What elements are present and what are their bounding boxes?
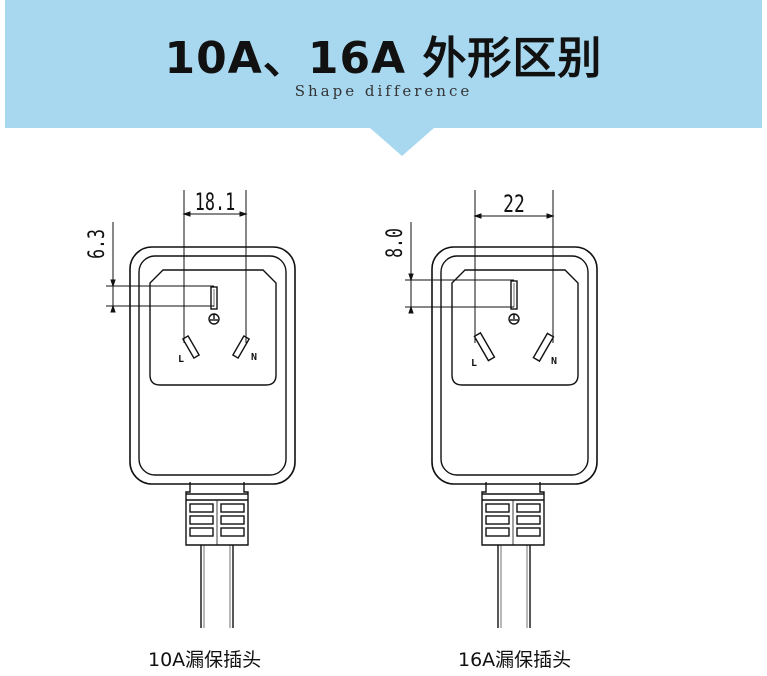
plug-16a-body-outer — [431, 246, 598, 485]
plug-10a-cable — [200, 545, 234, 628]
plug-16a-width-dimension: 22 — [503, 191, 525, 219]
plug-10a-drawing — [106, 190, 296, 628]
plug-10a-dimension-lines — [106, 190, 248, 343]
plug-10a-width-dimension: 18.1 — [195, 188, 235, 216]
plug-16a-caption: 16A漏保插头 — [458, 649, 572, 671]
plug-16a-earth-pin — [510, 280, 518, 310]
plug-10a-earth-symbol — [208, 313, 220, 325]
plug-10a-height-dimension: 6.3 — [84, 229, 110, 259]
plug-16a-dimension-lines — [405, 190, 555, 343]
plug-10a-body-outer — [129, 246, 296, 485]
plug-16a-pin-label-left: L — [471, 358, 477, 369]
plug-10a-caption: 10A漏保插头 — [148, 649, 262, 671]
plug-10a-pin-right — [231, 335, 251, 359]
plug-10a-pin-left — [181, 335, 201, 359]
plug-16a-pin-label-right: N — [551, 356, 557, 367]
page-title: 10A、16A 外形区别 — [164, 33, 603, 84]
plug-16a-strain-relief — [481, 482, 545, 546]
plug-10a-pin-label-left: L — [178, 354, 184, 365]
plug-16a-drawing — [405, 190, 598, 628]
plug-10a-pin-label-right: N — [251, 352, 257, 363]
plug-16a-cable — [497, 545, 531, 628]
plug-10a-face-plate — [149, 269, 277, 386]
plug-16a-pin-left — [473, 331, 496, 362]
page-subtitle: Shape difference — [294, 82, 473, 100]
plug-16a-face-plate — [451, 269, 579, 386]
plug-16a-earth-symbol — [508, 313, 520, 325]
plug-10a-strain-relief — [185, 482, 249, 546]
plug-10a-body-inner — [138, 255, 287, 476]
banner-notch — [370, 128, 434, 156]
plug-16a-body-inner — [440, 255, 589, 476]
plug-10a-earth-pin — [210, 286, 218, 310]
plug-16a-pin-right — [532, 332, 555, 363]
plug-16a-height-dimension: 8.0 — [382, 228, 408, 258]
header-banner — [5, 0, 762, 128]
